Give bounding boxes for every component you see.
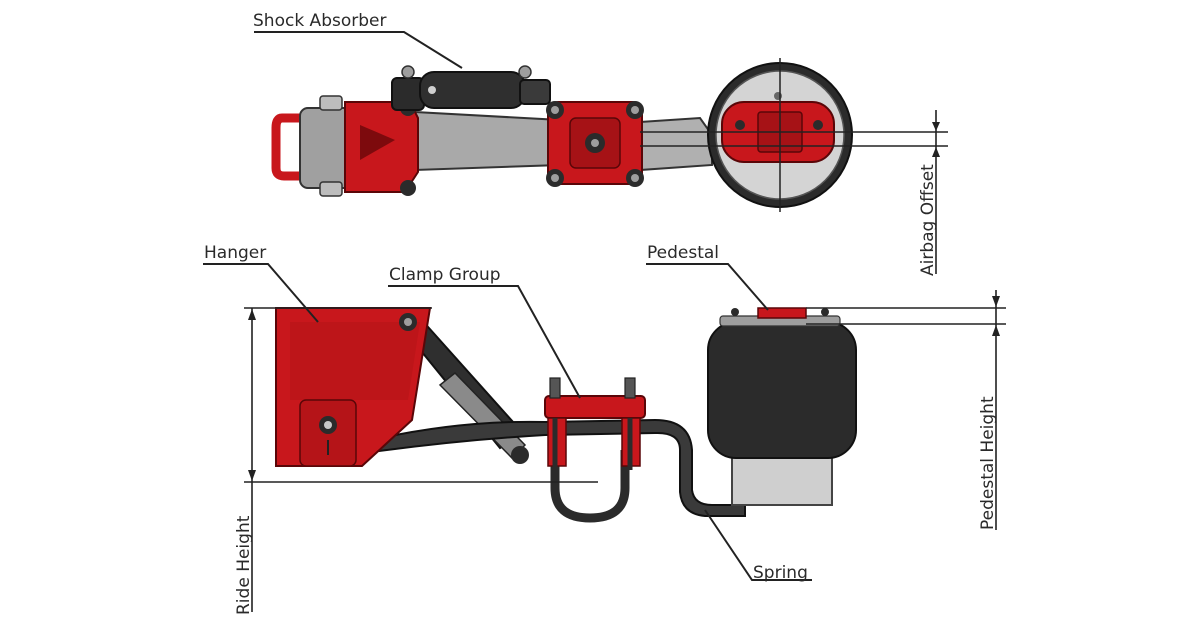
side-clamp-group xyxy=(544,377,646,523)
side-spring xyxy=(371,418,746,517)
spring-leader xyxy=(704,509,812,581)
clamp-group-label: Clamp Group xyxy=(389,265,501,285)
shock-absorber-leader xyxy=(254,31,463,69)
hanger-label: Hanger xyxy=(204,243,266,263)
pedestal-leader xyxy=(646,263,769,311)
top-shock-absorber xyxy=(391,65,551,111)
hanger-leader xyxy=(203,263,319,323)
top-airbag xyxy=(707,58,853,212)
shock-absorber-label: Shock Absorber xyxy=(253,11,386,31)
pedestal-height-dimension xyxy=(806,290,1006,530)
airbag-offset-dimension xyxy=(640,110,948,274)
side-airbag xyxy=(707,307,857,506)
clamp-group-leader xyxy=(388,285,581,399)
top-view xyxy=(271,58,948,274)
side-view xyxy=(244,290,1006,612)
top-hanger xyxy=(271,95,419,197)
airbag-offset-label: Airbag Offset xyxy=(918,164,938,276)
pedestal-label: Pedestal xyxy=(647,243,719,263)
side-hanger xyxy=(275,307,432,467)
pedestal-height-label: Pedestal Height xyxy=(978,396,998,530)
top-clamp-group xyxy=(546,101,644,187)
ride-height-dimension xyxy=(244,307,598,612)
spring-label: Spring xyxy=(753,563,808,583)
ride-height-label: Ride Height xyxy=(234,515,254,615)
